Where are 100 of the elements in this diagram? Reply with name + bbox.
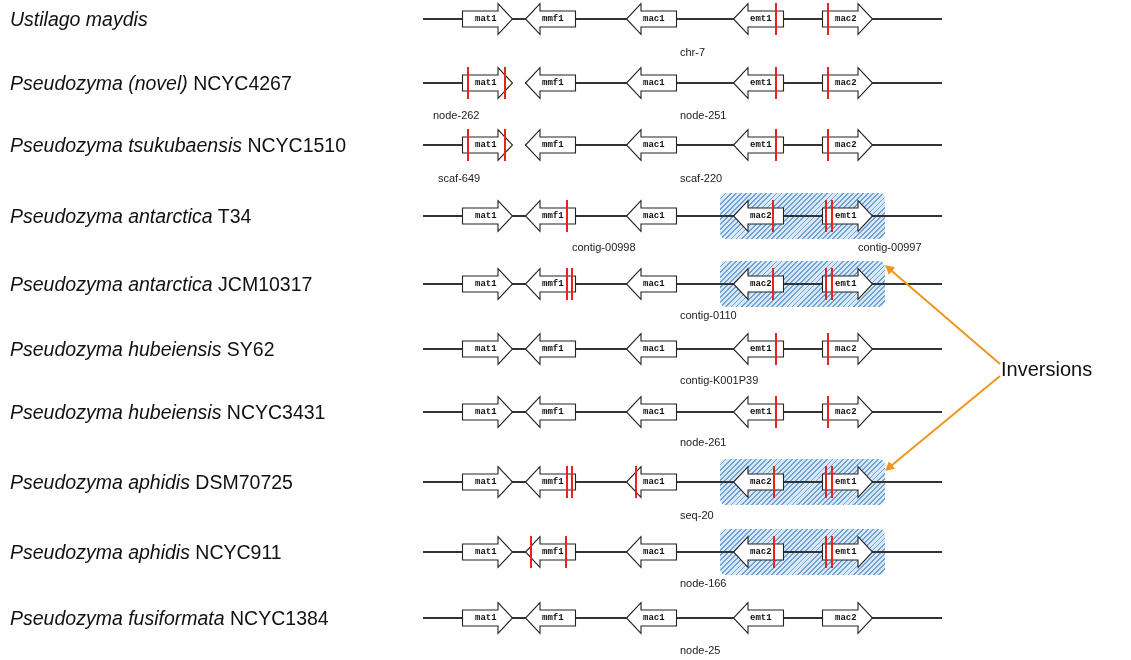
gene-label: mac1 xyxy=(643,211,665,221)
species-label: Pseudozyma antarctica JCM10317 xyxy=(10,272,313,296)
gene-block xyxy=(626,129,677,161)
species-label: Pseudozyma aphidis NCYC911 xyxy=(10,540,282,564)
gene-block xyxy=(626,396,677,428)
gene-label: mmf1 xyxy=(542,279,564,289)
hatched-region xyxy=(720,193,885,239)
species-label: Pseudozyma fusiformata NCYC1384 xyxy=(10,606,329,630)
gene-label: mac1 xyxy=(643,344,665,354)
gene-label: mmf1 xyxy=(542,344,564,354)
gene-label: mat1 xyxy=(475,78,497,88)
gene-label: mac2 xyxy=(750,477,772,487)
contig-label: scaf-649 xyxy=(438,172,481,184)
gene-label: mac2 xyxy=(750,547,772,557)
gene-label: mmf1 xyxy=(542,613,564,623)
gene-label: emt1 xyxy=(835,547,857,557)
species-label: Pseudozyma antarctica T34 xyxy=(10,204,252,228)
gene-label: mac2 xyxy=(835,344,857,354)
gene-block xyxy=(462,466,513,498)
gene-block xyxy=(462,333,513,365)
gene-block xyxy=(822,396,873,428)
gene-block xyxy=(462,268,513,300)
gene-label: mac2 xyxy=(835,78,857,88)
gene-label: mmf1 xyxy=(542,78,564,88)
gene-label: mat1 xyxy=(475,140,497,150)
gene-label: mat1 xyxy=(475,211,497,221)
species-label: Pseudozyma tsukubaensis NCYC1510 xyxy=(10,133,347,157)
gene-label: mac2 xyxy=(835,613,857,623)
gene-block xyxy=(462,200,513,232)
gene-block xyxy=(462,396,513,428)
gene-block xyxy=(462,602,513,634)
gene-block xyxy=(626,268,677,300)
gene-block xyxy=(626,536,677,568)
species-label: Pseudozyma aphidis DSM70725 xyxy=(10,470,293,494)
gene-block xyxy=(733,602,784,634)
gene-label: mat1 xyxy=(475,547,497,557)
contig-label: contig-0110 xyxy=(680,309,737,321)
gene-block xyxy=(626,466,677,498)
gene-block xyxy=(525,200,576,232)
contig-label: node-262 xyxy=(433,109,480,121)
gene-label: mmf1 xyxy=(542,14,564,24)
gene-label: emt1 xyxy=(750,407,772,417)
gene-block xyxy=(733,466,784,498)
species-label: Pseudozyma hubeiensis NCYC3431 xyxy=(10,400,326,424)
species-label: Ustilago maydis xyxy=(10,7,148,31)
gene-label: mac1 xyxy=(643,547,665,557)
gene-label: emt1 xyxy=(750,78,772,88)
gene-label: mat1 xyxy=(475,477,497,487)
gene-block xyxy=(822,67,873,99)
contig-label: node-251 xyxy=(680,109,727,121)
gene-label: mat1 xyxy=(475,344,497,354)
contig-label: contig-K001P39 xyxy=(680,374,759,386)
gene-label: mac1 xyxy=(643,407,665,417)
gene-block xyxy=(525,129,576,161)
gene-block xyxy=(733,268,784,300)
contig-label: contig-00998 xyxy=(572,241,636,253)
gene-label: mat1 xyxy=(475,279,497,289)
hatched-region xyxy=(720,261,885,307)
species-label: Pseudozyma (novel) NCYC4267 xyxy=(10,71,292,95)
contig-label: scaf-220 xyxy=(680,172,723,184)
gene-label: mat1 xyxy=(475,613,497,623)
gene-block xyxy=(525,67,576,99)
gene-label: emt1 xyxy=(835,279,857,289)
gene-block xyxy=(462,3,513,35)
gene-block xyxy=(733,3,784,35)
contig-label: seq-20 xyxy=(680,509,714,521)
gene-block xyxy=(822,129,873,161)
gene-block xyxy=(733,67,784,99)
gene-label: mac1 xyxy=(643,78,665,88)
gene-label: mmf1 xyxy=(542,407,564,417)
gene-block xyxy=(822,3,873,35)
gene-block xyxy=(525,333,576,365)
gene-block xyxy=(525,396,576,428)
gene-label: emt1 xyxy=(835,477,857,487)
gene-label: emt1 xyxy=(750,344,772,354)
gene-block xyxy=(733,536,784,568)
gene-block xyxy=(626,333,677,365)
gene-block xyxy=(626,602,677,634)
gene-label: mac1 xyxy=(643,613,665,623)
gene-label: mmf1 xyxy=(542,140,564,150)
contig-label: node-25 xyxy=(680,644,721,656)
gene-block xyxy=(822,602,873,634)
gene-block xyxy=(626,3,677,35)
gene-label: mac1 xyxy=(643,279,665,289)
gene-label: mmf1 xyxy=(542,477,564,487)
gene-block xyxy=(733,333,784,365)
contig-label: chr-7 xyxy=(680,46,706,58)
contig-label: node-166 xyxy=(680,577,727,589)
gene-block xyxy=(525,602,576,634)
species-label: Pseudozyma hubeiensis SY62 xyxy=(10,337,275,361)
gene-label: emt1 xyxy=(835,211,857,221)
gene-label: mat1 xyxy=(475,407,497,417)
gene-block xyxy=(733,129,784,161)
gene-block xyxy=(462,536,513,568)
gene-block xyxy=(733,396,784,428)
gene-label: mac1 xyxy=(643,14,665,24)
gene-block xyxy=(626,200,677,232)
gene-label: mac2 xyxy=(750,279,772,289)
callout-text: Inversions xyxy=(1001,358,1093,381)
gene-label: mac1 xyxy=(643,477,665,487)
